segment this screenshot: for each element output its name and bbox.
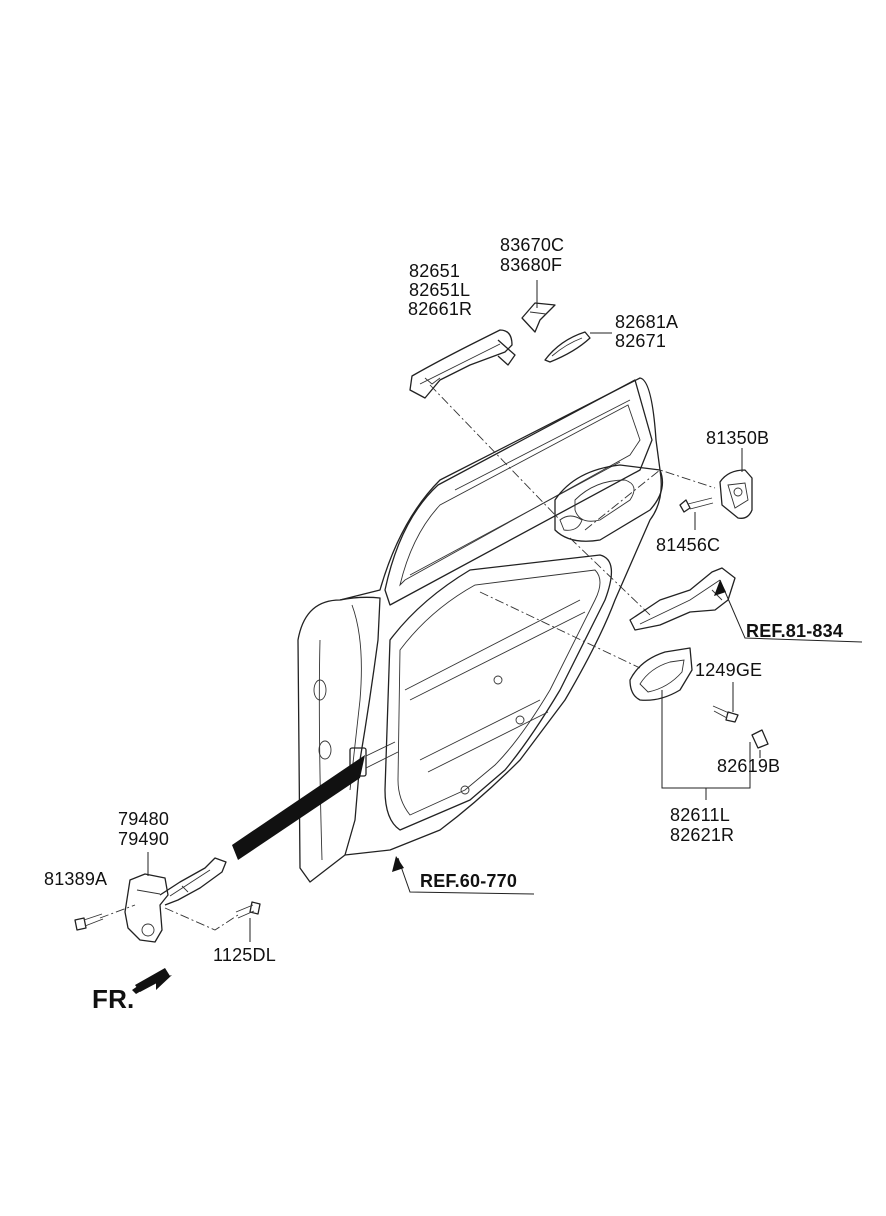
label-79490: 79490 [118, 829, 170, 849]
label-82651L: 82651L [409, 280, 471, 300]
label-82671: 82671 [615, 331, 667, 351]
handle-cap [521, 302, 556, 333]
label-1125DL: 1125DL [213, 945, 276, 965]
front-arrow-body [135, 968, 170, 992]
arrow-up-icon [392, 856, 404, 872]
checker-bolt [74, 913, 104, 931]
arrow-up-icon [714, 580, 726, 596]
assembly-arrow [232, 755, 365, 860]
inside-handle [629, 647, 693, 701]
door-panel [297, 377, 664, 883]
label-82621R: 82621R [670, 825, 735, 845]
small-cover [751, 729, 769, 749]
label-82619B: 82619B [717, 756, 781, 776]
label-83680F: 83680F [500, 255, 563, 275]
leader-lines [147, 280, 863, 942]
label-82651: 82651 [409, 261, 461, 281]
label-79480: 79480 [118, 809, 170, 829]
label-1249GE: 1249GE [695, 660, 763, 680]
label-ref-60-770: REF.60-770 [420, 871, 518, 891]
remote-lever [629, 567, 736, 631]
latch-bracket [719, 469, 753, 519]
checker-bolt-2 [235, 901, 261, 919]
label-83670C: 83670C [500, 235, 565, 255]
label-82681A: 82681A [615, 312, 679, 332]
door-checker [124, 857, 227, 943]
inner-bolt [712, 705, 739, 723]
handle-pad [544, 331, 591, 363]
label-ref-81-834: REF.81-834 [746, 621, 844, 641]
label-81456C: 81456C [656, 535, 721, 555]
latch-screw [679, 497, 714, 513]
label-81389A: 81389A [44, 869, 108, 889]
label-81350B: 81350B [706, 428, 770, 448]
label-82611L: 82611L [670, 805, 730, 825]
outside-handle [409, 329, 516, 399]
label-82661R: 82661R [408, 299, 473, 319]
assembly-lines [99, 384, 716, 931]
label-front: FR. [92, 984, 135, 1014]
